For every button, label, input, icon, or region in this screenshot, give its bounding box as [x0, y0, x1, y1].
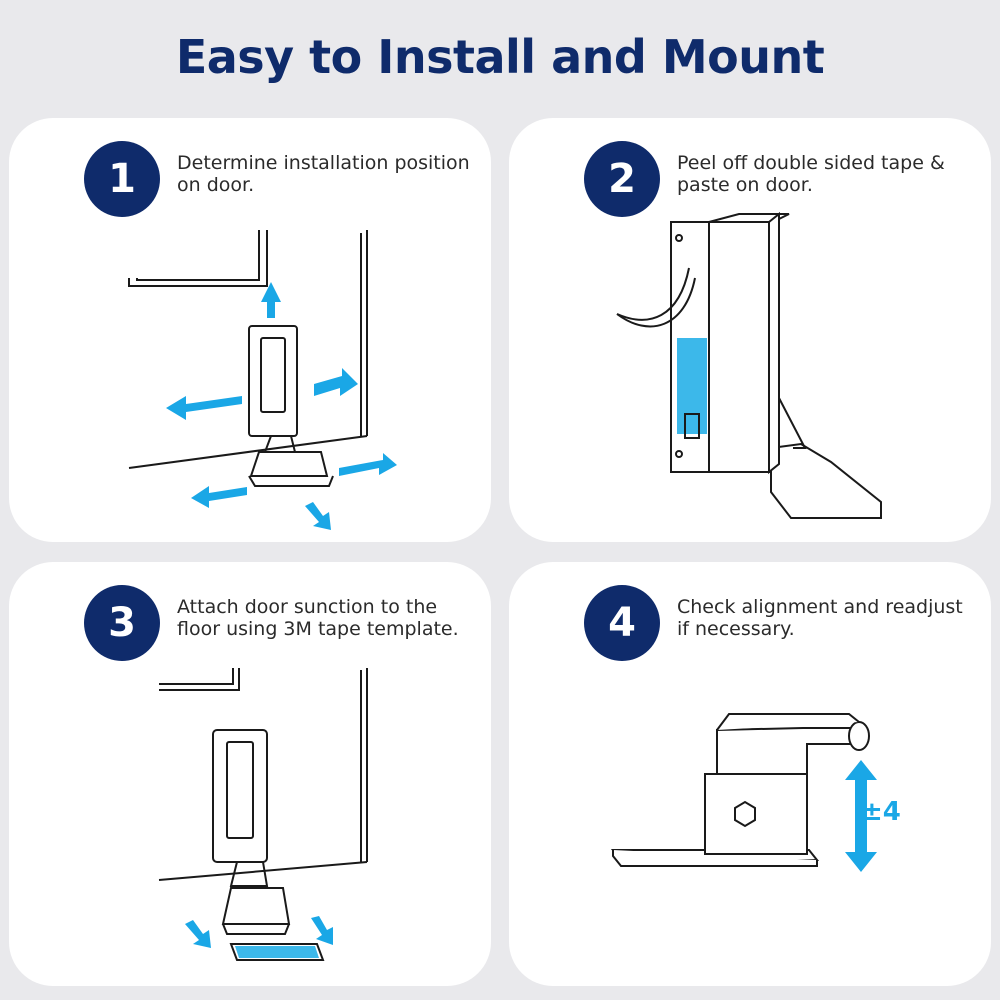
- step-card-2: 2 Peel off double sided tape & paste on …: [509, 118, 991, 542]
- floor-attach-illustration: [158, 668, 368, 961]
- height-adjust-arrow: [845, 760, 877, 872]
- height-adjust-label: ±4: [861, 797, 901, 827]
- step-card-1: 1 Determine installation position on doo…: [9, 118, 491, 542]
- step-number-badge: 1: [84, 141, 160, 217]
- tape-template: [235, 946, 319, 958]
- step-number-badge: 2: [584, 141, 660, 217]
- step-instruction: Determine installation position on door.: [177, 152, 470, 196]
- alignment-illustration: ±4: [610, 713, 901, 872]
- direction-arrows: [166, 282, 397, 530]
- step-card-4: 4 Check alignment and readjust if necess…: [509, 562, 991, 986]
- adhesive-tape: [677, 338, 707, 434]
- step-instruction: Attach door sunction to the floor using …: [177, 596, 459, 640]
- peel-tape-illustration: [616, 211, 882, 519]
- step-number-badge: 3: [84, 585, 160, 661]
- direction-arrows: [185, 916, 333, 948]
- step-instruction: Check alignment and readjust if necessar…: [677, 596, 963, 640]
- step-number-badge: 4: [584, 585, 660, 661]
- page-title: Easy to Install and Mount: [175, 30, 825, 84]
- step-instruction: Peel off double sided tape & paste on do…: [677, 152, 945, 196]
- step-card-3: 3 Attach door sunction to the floor usin…: [9, 562, 491, 986]
- door-position-illustration: [128, 230, 397, 530]
